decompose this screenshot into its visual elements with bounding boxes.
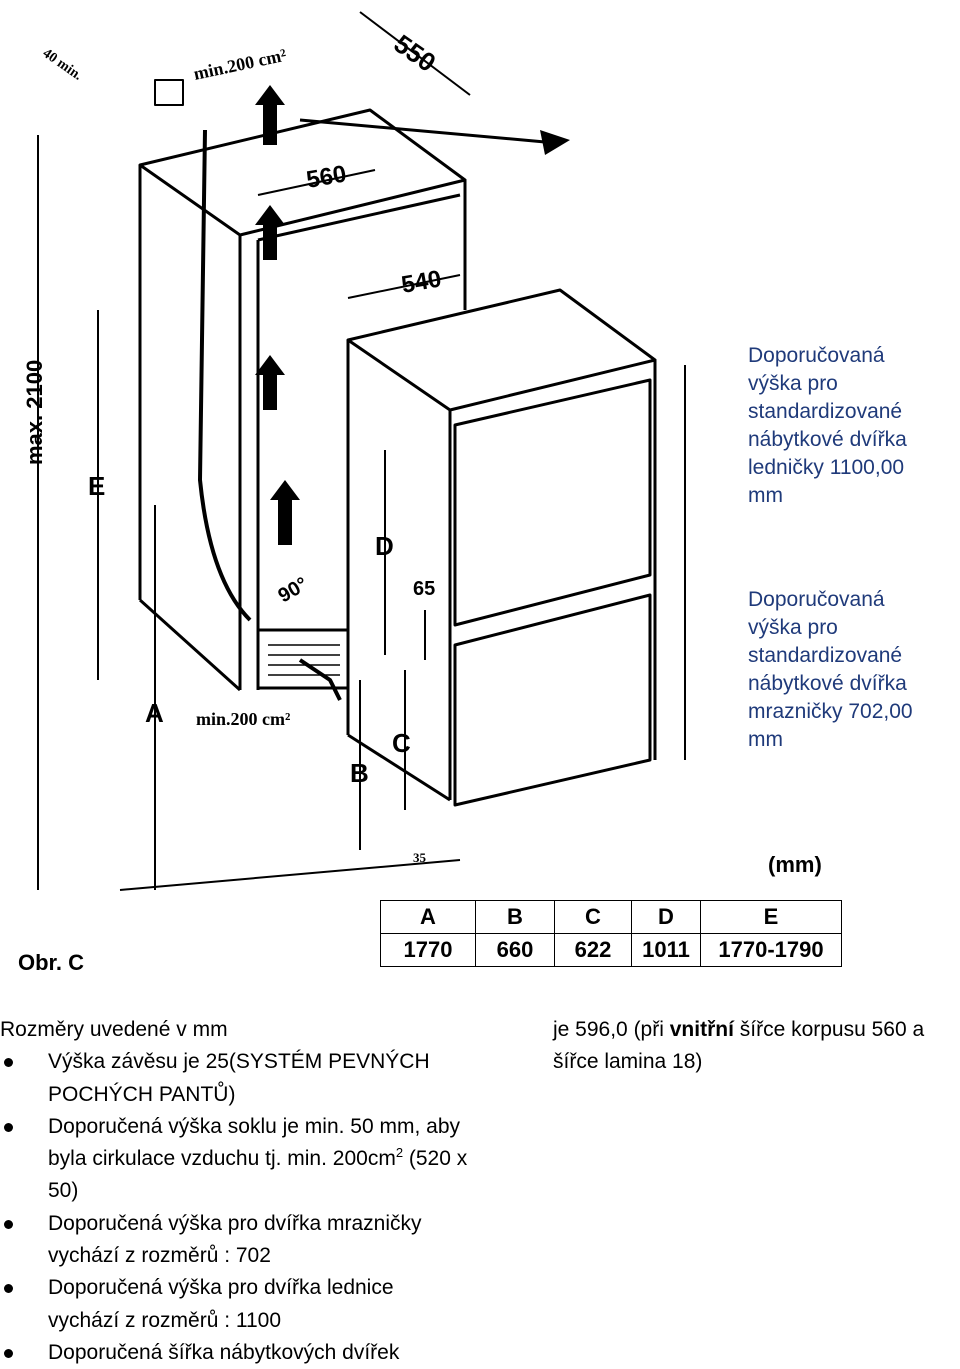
fridge-door [453,378,652,627]
appliance-top [346,288,657,412]
niche-shelf [257,193,461,242]
air-arrow-2 [255,205,285,260]
bullet-icon [4,1219,13,1229]
list-item-text: Doporučená výška pro dvířka lednice vych… [48,1276,394,1332]
air-arrow-out [540,130,570,155]
air-arrow-3 [255,355,285,410]
label-max-2100: max. 2100 [22,360,47,465]
dim-560 [257,169,376,196]
right-text-part2: šířce korpusu 560 a šířce lamina 18) [553,1018,925,1074]
freezer-door-note: Doporučovaná výška pro standardizované n… [748,588,913,751]
table-header-row: A B C D E [380,900,842,934]
label-e: E [88,471,105,501]
freezer-door [453,593,652,807]
header-a: A [380,900,476,934]
label-540: 540 [399,265,443,299]
label-vent-top: min.200 cm² [192,45,288,84]
label-560: 560 [304,160,348,194]
list-item: Doporučená výška pro dvířka mrazničky vy… [0,1208,470,1273]
air-arrow-1 [255,85,285,145]
label-90deg: 90° [275,573,312,607]
label-d: D [375,531,394,561]
notes-right-column: je 596,0 (při vnitřní šířce korpusu 560 … [553,1014,960,1079]
notes-list: Výška závěsu je 25(SYSTÉM PEVNÝCH POCHÝC… [0,1046,470,1369]
list-item-text: Doporučená šířka nábytkových dvířek [48,1340,400,1364]
installation-drawing: 40 min. min.200 cm² 550 560 540 max. 210… [22,11,686,891]
label-550: 550 [389,28,442,77]
label-c: C [392,728,411,758]
right-text-part1: je 596,0 (při [553,1018,670,1041]
unit-label: (mm) [768,852,822,877]
list-item: Doporučená výška soklu je min. 50 mm, ab… [0,1111,470,1208]
list-item: Doporučená šířka nábytkových dvířek [0,1337,470,1369]
list-item: Doporučená výška pro dvířka lednice vych… [0,1272,470,1337]
intro-text: Rozměry uvedené v mm [0,1018,228,1041]
bullet-icon [4,1122,13,1132]
drawing-svg: 40 min. min.200 cm² 550 560 540 max. 210… [22,11,686,891]
air-arrow-4 [270,480,300,545]
dim-550 [359,11,471,96]
niche-top [138,108,467,237]
right-text-bold: vnitřní [669,1018,734,1041]
dim-540 [347,274,461,299]
list-item-text: Výška závěsu je 25(SYSTÉM PEVNÝCH POCHÝC… [48,1050,430,1106]
label-vent-bottom: min.200 cm² [196,709,290,729]
label-65: 65 [413,578,435,600]
header-e: E [700,900,842,934]
label-b: B [350,758,369,788]
header-b: B [475,900,555,934]
value-d: 1011 [631,933,701,967]
superscript: 2 [395,1145,404,1161]
air-arrow-in [298,658,342,701]
dimensions-table: A B C D E 1770 660 622 1011 1770-1790 [380,900,842,967]
bullet-icon [4,1284,13,1294]
ventilation-pipe [198,129,252,622]
list-item-text: Doporučená výška pro dvířka mrazničky vy… [48,1211,422,1268]
value-c: 622 [554,933,632,967]
list-item-text-suffix: (520 x 50) [48,1147,468,1203]
table-value-row: 1770 660 622 1011 1770-1790 [380,933,842,967]
label-40: 40 min. [40,46,85,84]
list-item: Výška závěsu je 25(SYSTÉM PEVNÝCH POCHÝC… [0,1046,470,1111]
fridge-door-note: Doporučovaná výška pro standardizované n… [748,344,907,507]
list-item-text: Doporučená výška soklu je min. 50 mm, ab… [48,1114,461,1171]
vent-grille [154,79,184,106]
bullet-icon [4,1058,13,1068]
label-a: A [145,698,164,728]
plinth [256,628,350,690]
label-35: 35 [413,850,427,865]
bullet-icon [4,1348,13,1358]
value-b: 660 [475,933,555,967]
niche-bottom [138,598,242,692]
value-a: 1770 [380,933,476,967]
figure-label: Obr. C [18,950,85,975]
header-d: D [631,900,701,934]
notes-left-column: Rozměry uvedené v mm Výška závěsu je 25(… [0,1014,470,1369]
appliance-base [347,733,451,802]
value-e: 1770-1790 [700,933,842,967]
header-c: C [554,900,632,934]
